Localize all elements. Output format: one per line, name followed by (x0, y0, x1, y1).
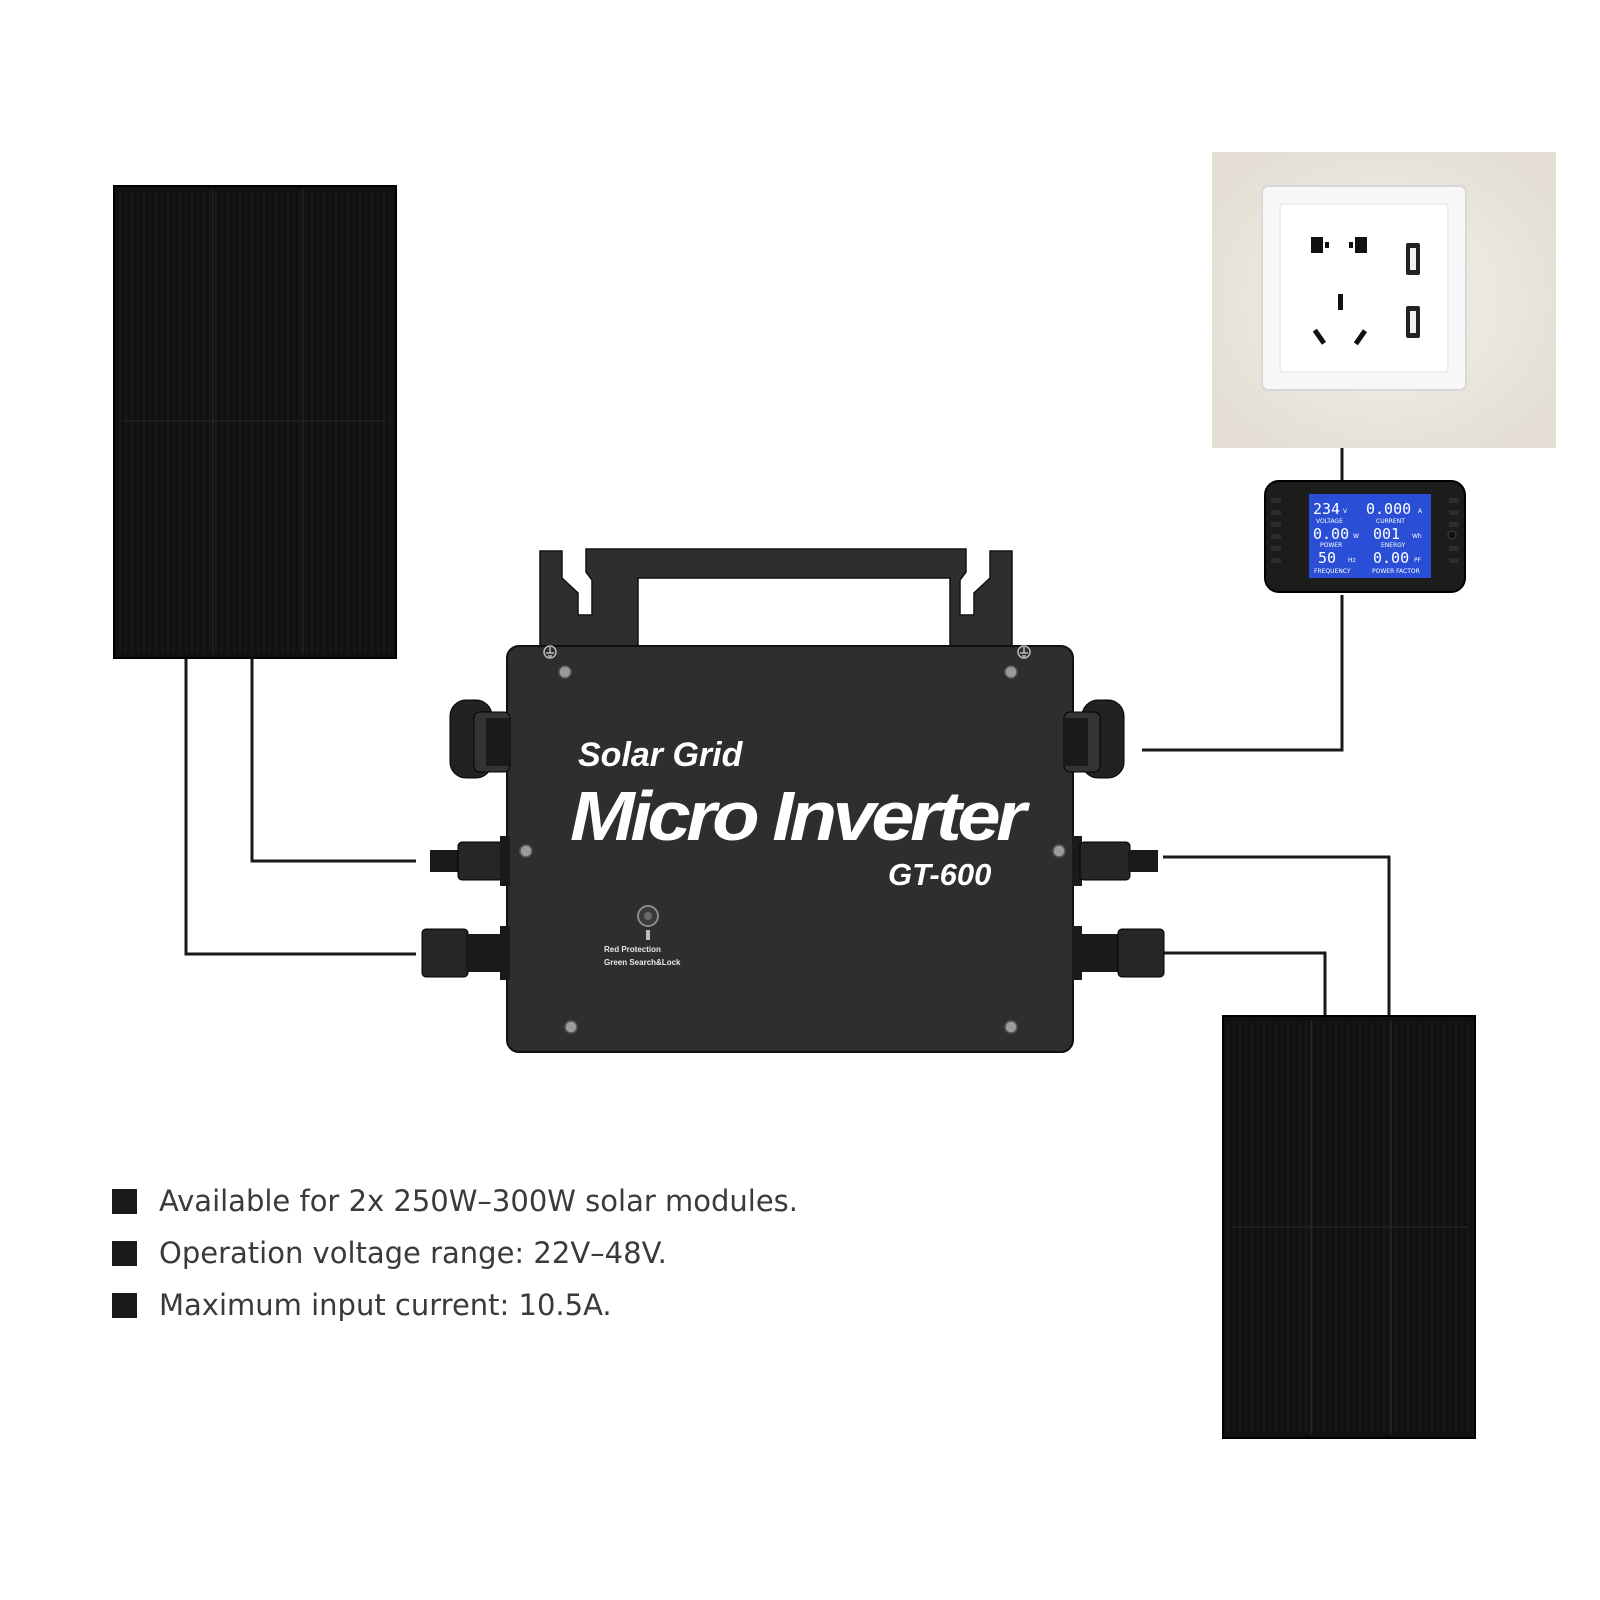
meter-energy-unit: Wh (1412, 533, 1422, 540)
micro-inverter-icon: Solar Grid Micro Inverter GT-600 Red Pro… (421, 548, 1165, 1053)
meter-lcd (1309, 494, 1431, 578)
feature-item: Operation voltage range: 22V–48V. (112, 1227, 798, 1279)
inverter-title: Micro Inverter (570, 777, 1031, 855)
solar-panel-icon (1222, 1015, 1476, 1439)
meter-power-unit: W (1353, 533, 1359, 540)
meter-current-label: CURRENT (1376, 518, 1405, 525)
feature-list: Available for 2x 250W–300W solar modules… (112, 1175, 798, 1331)
meter-energy-label: ENERGY (1381, 542, 1406, 549)
ac-connector-left (449, 699, 511, 779)
ac-connector-right (1063, 699, 1125, 779)
meter-frequency-label: FREQUENCY (1314, 568, 1351, 575)
panel-cell-lines (119, 192, 391, 652)
bullet-square-icon (112, 1240, 137, 1266)
wire-panel1-b (250, 658, 416, 863)
meter-pf-value: 0.00 (1373, 549, 1409, 567)
feature-text: Operation voltage range: 22V–48V. (159, 1236, 667, 1270)
feature-text: Available for 2x 250W–300W solar modules… (159, 1184, 799, 1218)
meter-current-unit: A (1418, 508, 1423, 515)
led-label-green: Green Search&Lock (604, 958, 681, 967)
wire-panel1-a (184, 658, 416, 956)
meter-frequency-unit: Hz (1348, 557, 1356, 564)
feature-text: Maximum input current: 10.5A. (159, 1288, 612, 1322)
meter-voltage-value: 234 (1313, 500, 1340, 518)
meter-voltage-unit: V (1343, 508, 1348, 515)
meter-power-value: 0.00 (1313, 525, 1349, 543)
screws (519, 665, 1066, 1034)
meter-pf-label: POWER FACTOR (1372, 568, 1420, 575)
mc4-connector-icon (1072, 926, 1165, 980)
led-label-red: Red Protection (604, 945, 661, 954)
bullet-square-icon (112, 1292, 137, 1318)
meter-power-label: POWER (1320, 542, 1342, 549)
wire-panel2-b (1163, 951, 1327, 1016)
meter-pf-unit: PF (1414, 557, 1422, 564)
feature-item: Available for 2x 250W–300W solar modules… (112, 1175, 798, 1227)
inverter-model: GT-600 (888, 857, 991, 892)
mc4-connector-icon (430, 836, 510, 886)
status-led-icon (637, 905, 659, 940)
meter-frequency-value: 50 (1318, 549, 1336, 567)
power-meter-icon: 234 V 0.000 A VOLTAGE CURRENT 0.00 W 001… (1264, 480, 1466, 593)
ground-symbol-icon (1017, 645, 1031, 659)
wire-ac-out (1142, 595, 1344, 752)
inverter-subtitle: Solar Grid (578, 736, 744, 774)
mc4-connector-icon (421, 926, 510, 980)
bullet-square-icon (112, 1188, 137, 1214)
feature-item: Maximum input current: 10.5A. (112, 1279, 798, 1331)
meter-voltage-label: VOLTAGE (1316, 518, 1343, 525)
mc4-connector-icon (1072, 836, 1158, 886)
ground-symbol-icon (543, 645, 557, 659)
meter-current-value: 0.000 (1366, 500, 1411, 518)
mounting-bracket (539, 548, 1013, 647)
meter-energy-value: 001 (1373, 525, 1400, 543)
wall-socket-icon (1212, 152, 1556, 448)
solar-panel-icon (113, 185, 397, 659)
panel-cell-lines (1227, 1022, 1469, 1432)
wire-panel2-a (1163, 855, 1391, 1016)
